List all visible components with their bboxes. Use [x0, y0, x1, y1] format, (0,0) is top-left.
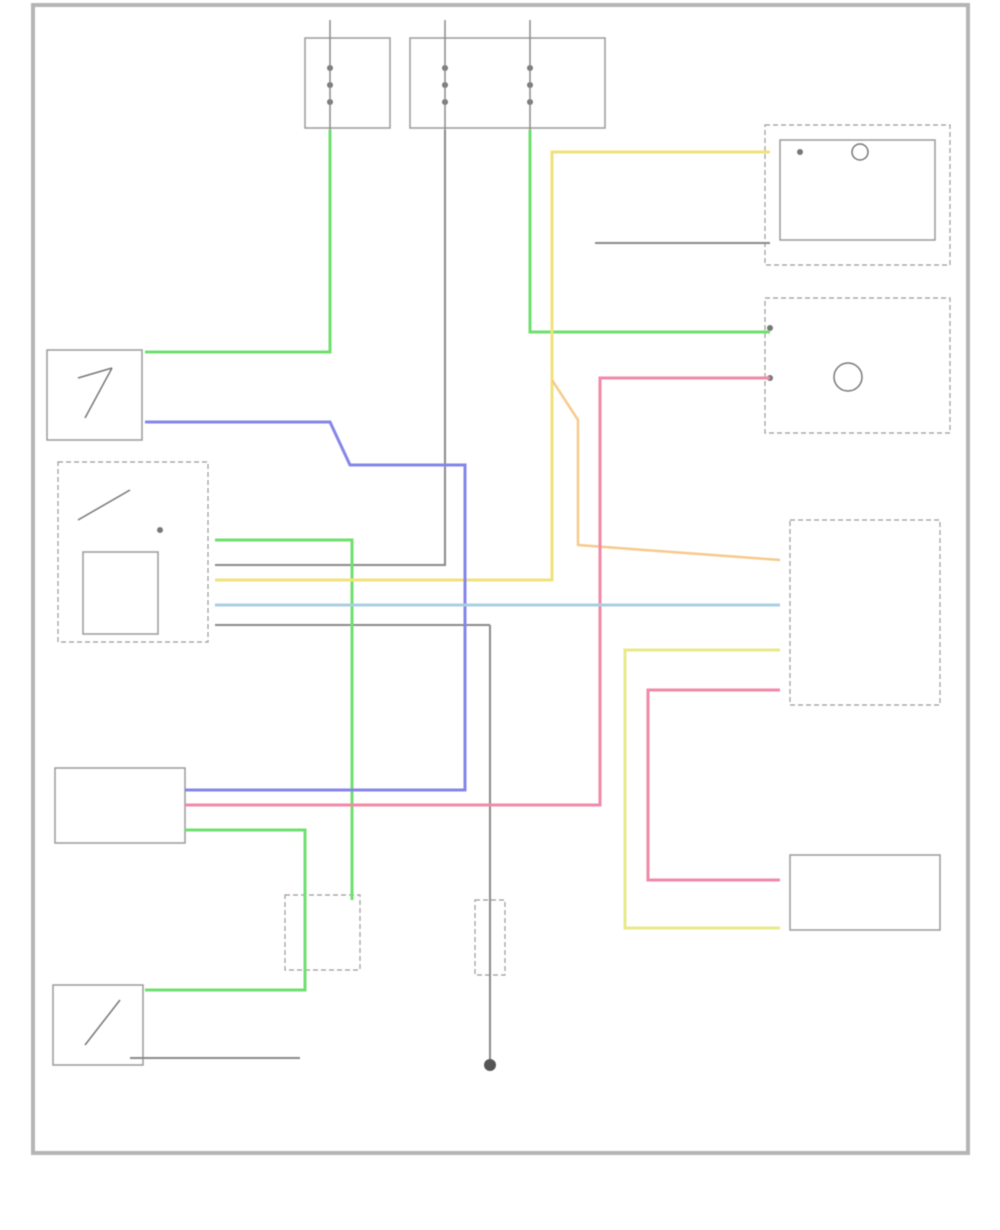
- connector-left: [284, 894, 361, 971]
- switch-lower-left: [52, 984, 144, 1066]
- switch-upper-left: [46, 349, 143, 441]
- fuse-box-right: [409, 20, 606, 130]
- airbag-module: [57, 461, 209, 643]
- diagram-frame: [31, 3, 970, 1155]
- bottom-module: [789, 854, 941, 931]
- left-module: [54, 767, 186, 844]
- control-module: [789, 519, 941, 706]
- fuse-box-left: [304, 20, 391, 130]
- seat-belt-indicator: [764, 124, 951, 266]
- ground-point: [484, 625, 496, 1071]
- seat-belt-switch-indicator: [764, 297, 951, 434]
